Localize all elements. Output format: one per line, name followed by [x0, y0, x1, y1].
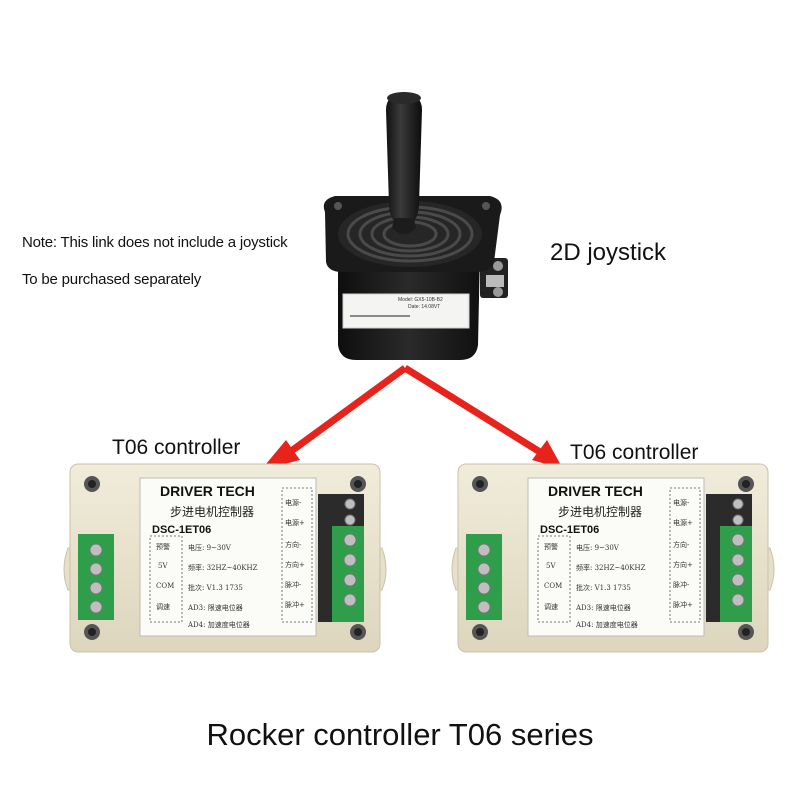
model-text: DSC-1ET06 — [540, 524, 600, 536]
pin-label: 电源+ — [673, 519, 693, 527]
note-line-2: To be purchased separately — [22, 271, 202, 288]
pin-label: 方向+ — [285, 561, 305, 569]
sticker-date: Date: 14.08VT — [408, 304, 441, 310]
spec-line: 频率: 32HZ~40KHZ — [188, 564, 258, 572]
left-controller-image: DRIVER TECH 步进电机控制器 DSC-1ET06 预警 5V COM … — [60, 460, 390, 660]
pin-label: 调速 — [156, 603, 170, 611]
pin-label: 电源- — [285, 499, 302, 507]
pin-label: 脉冲- — [285, 581, 302, 589]
joystick-image — [323, 92, 508, 360]
brand-text: DRIVER TECH — [548, 483, 643, 499]
pin-label: 脉冲- — [673, 581, 690, 589]
pin-label: 脉冲+ — [285, 601, 305, 609]
red-arrows — [261, 365, 563, 470]
model-text: DSC-1ET06 — [152, 524, 212, 536]
pin-label: 预警 — [544, 543, 558, 551]
title-cn: 步进电机控制器 — [170, 505, 255, 519]
pin-label: 方向+ — [673, 561, 693, 569]
spec-line: 电压: 9~30V — [576, 544, 619, 552]
spec-line: 批次: V1.3 1735 — [576, 584, 631, 592]
sticker-model: Model: GX5-10B-B2 — [398, 297, 443, 303]
note-line-1: Note: This link does not include a joyst… — [22, 234, 288, 251]
spec-line: 频率: 32HZ~40KHZ — [576, 564, 646, 572]
spec-line: AD4: 加速度电位器 — [576, 621, 638, 629]
spec-line: 电压: 9~30V — [188, 544, 231, 552]
brand-text: DRIVER TECH — [160, 483, 255, 499]
caption: Rocker controller T06 series — [206, 717, 594, 752]
pin-label: COM — [544, 582, 563, 590]
pin-label: 脉冲+ — [673, 601, 693, 609]
pin-label: 电源+ — [285, 519, 305, 527]
joystick-label: 2D joystick — [550, 239, 667, 266]
pin-label: 方向- — [673, 541, 690, 549]
pin-label: 电源- — [673, 499, 690, 507]
pin-label: 5V — [546, 562, 556, 570]
pin-label: 调速 — [544, 603, 558, 611]
right-controller-image: DRIVER TECH 步进电机控制器 DSC-1ET06 预警 5V COM … — [448, 460, 778, 660]
right-controller-label: T06 controller — [570, 441, 699, 464]
pin-label: 预警 — [156, 543, 170, 551]
pin-label: 方向- — [285, 541, 302, 549]
pin-label: COM — [156, 582, 175, 590]
spec-line: AD3: 限速电位器 — [576, 604, 631, 612]
spec-line: AD4: 加速度电位器 — [188, 621, 250, 629]
title-cn: 步进电机控制器 — [558, 505, 643, 519]
left-controller-label: T06 controller — [112, 436, 241, 459]
pin-label: 5V — [158, 562, 168, 570]
spec-line: AD3: 限速电位器 — [188, 604, 243, 612]
spec-line: 批次: V1.3 1735 — [188, 584, 243, 592]
